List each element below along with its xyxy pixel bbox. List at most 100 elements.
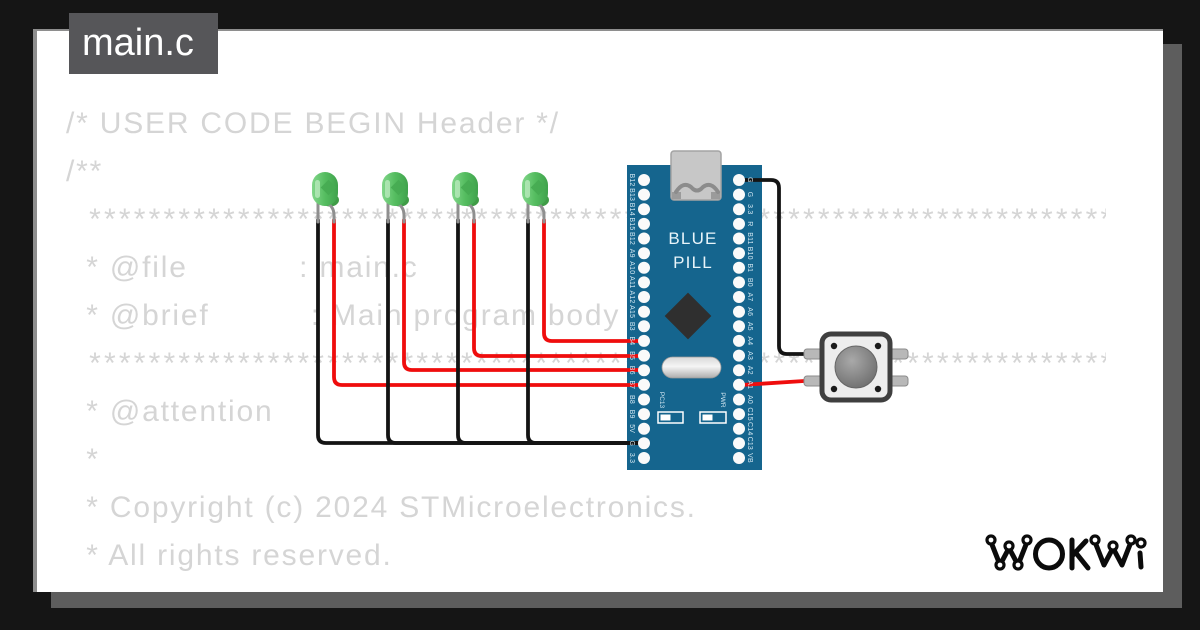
logo-i [1137, 550, 1144, 570]
pin-hole-C14[interactable] [733, 422, 745, 435]
wire-led2-anode-b6[interactable] [402, 218, 646, 372]
wire-led2-cathode-gnd[interactable] [386, 218, 646, 445]
pin-label-A5: A5 [746, 322, 753, 331]
pin-label-A7: A7 [746, 293, 753, 302]
pin-hole-3.3[interactable] [733, 203, 745, 216]
led-2[interactable] [382, 172, 409, 224]
pin-label-C14: C14 [746, 422, 753, 435]
pin-hole-A3[interactable] [733, 349, 745, 362]
pin-hole-B11[interactable] [733, 232, 745, 245]
pin-hole-A2[interactable] [733, 364, 745, 377]
pushbutton[interactable] [803, 331, 909, 403]
pin-hole-B12[interactable] [638, 174, 650, 186]
pc13-label: PC13 [658, 392, 665, 409]
pin-label-B10: B10 [746, 247, 753, 260]
pin-hole-3.3[interactable] [638, 452, 650, 464]
pin-hole-B12[interactable] [638, 232, 650, 245]
file-tab-label: main.c [82, 22, 194, 64]
logo-node [985, 534, 997, 546]
logo-k [1069, 537, 1091, 571]
logo-node [994, 559, 1006, 571]
pin-hole-A1[interactable] [733, 378, 745, 391]
pin-label-G: G [746, 177, 753, 183]
pin-hole-C15[interactable] [733, 408, 745, 421]
led-1[interactable] [312, 172, 339, 224]
logo-node [1021, 534, 1033, 546]
pin-label-A9: A9 [628, 249, 635, 258]
wire-led3-anode-b5[interactable] [472, 218, 646, 358]
pin-label-A6: A6 [746, 307, 753, 316]
file-tab[interactable]: main.c [69, 13, 218, 74]
led-facet [530, 179, 547, 196]
onboard-led-pwr: PWR [699, 392, 727, 424]
pin-hole-B8[interactable] [638, 393, 650, 406]
pin-label-B4: B4 [628, 336, 635, 345]
code-line: /** [66, 155, 104, 188]
pin-label-A1: A1 [746, 380, 753, 389]
pins-layer: B12B13B14B15B12A9A10A11A12A15B3B4B5B6B7B… [628, 173, 753, 464]
pin-hole-B15[interactable] [638, 217, 650, 230]
pin-hole-B5[interactable] [638, 349, 650, 362]
pin-hole-B6[interactable] [638, 364, 650, 377]
wire-led4-cathode-gnd[interactable] [526, 218, 646, 445]
wire-led1-cathode-gnd[interactable] [316, 218, 646, 445]
pin-hole-VB[interactable] [733, 452, 745, 464]
code-line: * @attention [66, 395, 274, 428]
pin-hole-A10[interactable] [638, 261, 650, 274]
wire-button-a1[interactable] [739, 379, 806, 387]
logo-node [1012, 559, 1024, 571]
led-highlight [385, 180, 390, 198]
led-3[interactable] [452, 172, 479, 224]
wire-led4-anode-b4[interactable] [542, 218, 646, 343]
mcu-chip [664, 292, 712, 340]
pin-hole-B3[interactable] [638, 320, 650, 333]
pin-hole-B9[interactable] [638, 408, 650, 421]
pin-hole-A15[interactable] [638, 305, 650, 318]
code-line: * Copyright (c) 2024 STMicroelectronics. [66, 491, 697, 524]
pin-label-5V: 5V [628, 424, 635, 433]
pin-hole-A9[interactable] [638, 247, 650, 260]
pin-hole-G[interactable] [733, 174, 745, 186]
pin-label-G: G [746, 192, 753, 198]
pin-label-3.3: 3.3 [628, 453, 635, 463]
pin-hole-A11[interactable] [638, 276, 650, 289]
wire-led3-cathode-gnd[interactable] [456, 218, 646, 445]
pin-hole-B0[interactable] [733, 276, 745, 289]
pin-label-B7: B7 [628, 380, 635, 389]
pin-hole-R[interactable] [733, 217, 745, 230]
pin-hole-A4[interactable] [733, 334, 745, 347]
button-cap[interactable] [834, 345, 878, 389]
pin-label-B13: B13 [628, 188, 635, 201]
pin-hole-C13[interactable] [733, 437, 745, 450]
pin-hole-B14[interactable] [638, 203, 650, 216]
pin-hole-B1[interactable] [733, 261, 745, 274]
wire-button-gnd[interactable] [737, 178, 806, 356]
pin-hole-5V[interactable] [638, 422, 650, 435]
pin-label-B1: B1 [746, 263, 753, 272]
pin-label-B11: B11 [746, 232, 753, 245]
pin-label-A4: A4 [746, 336, 753, 345]
pin-hole-A6[interactable] [733, 305, 745, 318]
pin-hole-G[interactable] [638, 437, 650, 450]
logo-node [1125, 534, 1137, 546]
led-facet [460, 179, 477, 196]
pin-label-G: G [628, 440, 635, 446]
pin-hole-B7[interactable] [638, 378, 650, 391]
pin-label-A12: A12 [628, 290, 635, 303]
pin-label-B0: B0 [746, 278, 753, 287]
pin-hole-A5[interactable] [733, 320, 745, 333]
reset-button[interactable] [661, 356, 722, 379]
pin-label-B15: B15 [628, 217, 635, 230]
pin-label-A11: A11 [628, 276, 635, 289]
pin-hole-B4[interactable] [638, 334, 650, 347]
led-facet [320, 179, 337, 196]
wire-led1-anode-b7[interactable] [332, 218, 646, 387]
pin-hole-A7[interactable] [733, 291, 745, 303]
led-4[interactable] [522, 172, 549, 224]
pin-hole-B10[interactable] [733, 247, 745, 260]
pin-hole-B13[interactable] [638, 188, 650, 201]
pin-hole-A12[interactable] [638, 291, 650, 303]
pin-hole-A0[interactable] [733, 393, 745, 406]
pin-label-B8: B8 [628, 395, 635, 404]
pin-hole-G[interactable] [733, 188, 745, 201]
